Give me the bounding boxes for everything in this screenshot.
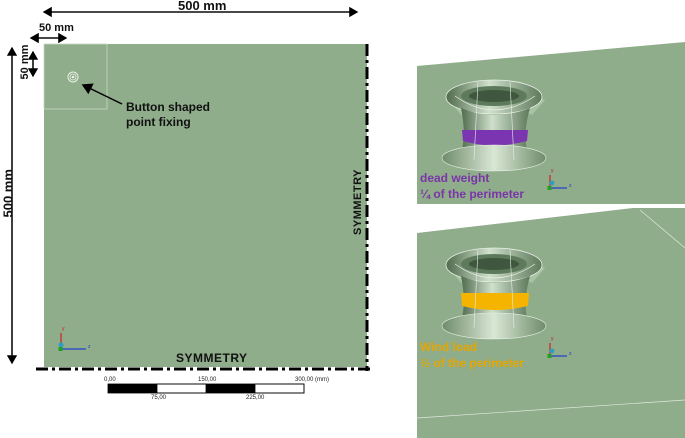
dead-weight-line2: ¼ of the perimeter — [420, 187, 525, 201]
wind-load-line2: ½ of the perimeter — [420, 356, 525, 370]
wind-load-label: Wind load ½ of the perimeter — [420, 339, 524, 371]
axes-triad-1 — [547, 175, 567, 190]
triad-main-z: z — [88, 344, 91, 350]
detail-view-dead-weight — [417, 42, 685, 204]
axes-triad-main — [58, 333, 86, 351]
point-fixing-icon — [67, 71, 79, 83]
fixing-label: Button shaped point fixing — [126, 100, 210, 130]
scale-bar — [107, 383, 305, 394]
detail-width-label: 50 mm — [39, 22, 74, 34]
dead-weight-label: dead weight ¼ of the perimeter — [420, 170, 524, 202]
triad-1-y: y — [551, 168, 554, 174]
symmetry-label-bottom: SYMMETRY — [176, 351, 248, 365]
fixing-label-line1: Button shaped — [126, 100, 210, 114]
scale-tick-0: 0,00 — [104, 377, 116, 383]
triad-main-y: y — [62, 326, 65, 332]
width-dimension-label: 500 mm — [178, 0, 227, 13]
triad-2-z: z — [569, 351, 572, 357]
detail-region — [43, 43, 108, 110]
wind-load-line1: Wind load — [420, 340, 478, 354]
triad-2-y: y — [551, 336, 554, 342]
fixing-label-line2: point fixing — [126, 115, 191, 129]
axes-triad-2 — [547, 343, 567, 358]
triad-1-z: z — [569, 183, 572, 189]
symmetry-label-right: SYMMETRY — [352, 169, 364, 235]
scale-tick-75: 75,00 — [151, 395, 167, 401]
scale-tick-300: 300,00 (mm) — [295, 377, 330, 383]
dead-weight-line1: dead weight — [420, 171, 490, 185]
detail-height-label: 50 mm — [19, 44, 31, 80]
height-dimension-label: 500 mm — [0, 169, 16, 218]
scale-tick-150: 150,00 — [198, 377, 217, 383]
glass-plate — [44, 44, 367, 367]
fixing-leader-arrow — [81, 83, 123, 105]
scale-tick-225: 225,00 — [246, 395, 265, 401]
detail-view-wind-load — [416, 208, 685, 438]
